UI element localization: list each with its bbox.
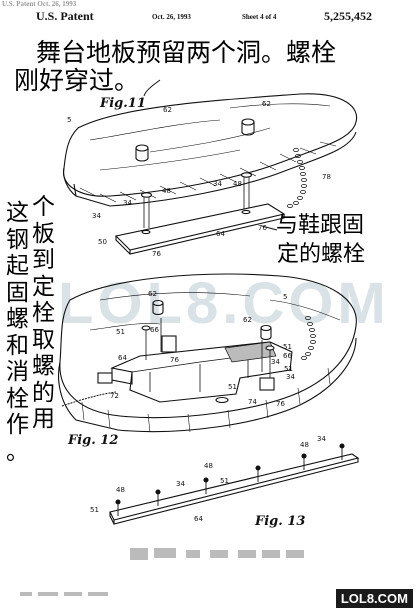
fig13-label: 48	[116, 486, 125, 494]
fig12-label: 66	[150, 326, 159, 334]
annotation-char: 作	[6, 412, 29, 438]
fig11-label: 50	[98, 238, 107, 246]
fig12-label: 51	[228, 383, 237, 391]
annotation-char: 的	[32, 379, 55, 406]
arrow-top	[143, 79, 161, 97]
fig11-label: 34	[92, 212, 101, 220]
fig11-bolts-plate	[114, 172, 286, 255]
site-logo: LOL8.COM	[335, 589, 413, 608]
fig12-label: 34	[271, 358, 280, 366]
faint-header-line: U.S. Patent Oct. 26, 1993	[2, 0, 77, 8]
fig13-label: 51	[220, 477, 229, 485]
patent-title: U.S. Patent	[36, 9, 94, 23]
fig12-frame	[97, 299, 293, 404]
fig11-label: 5	[67, 116, 72, 124]
fig13-label: 51	[90, 506, 99, 514]
fig12-label: 51	[116, 328, 125, 336]
fig12-caption: Fig. 12	[68, 433, 119, 448]
fig12-label: 62	[243, 316, 252, 324]
patent-number: 5,255,452	[324, 9, 372, 23]
annotation-left-col2: 个 板 到 定 栓 取 螺 的 用	[32, 194, 57, 433]
annotation-char: 这	[6, 200, 29, 226]
fig11-label: 48	[233, 180, 242, 188]
fig13-label: 48	[204, 462, 213, 470]
fig11-label: 76	[258, 224, 267, 232]
annotation-left-col1: 这 钢 起 固 螺 和 消 栓 作 。	[6, 200, 31, 465]
fig12-chain	[301, 315, 316, 360]
fig12-label: 51	[283, 343, 292, 351]
annotation-right-line2: 定的螺栓	[277, 242, 366, 267]
annotation-right-line1: 与鞋跟固	[276, 213, 365, 238]
annotation-char: 。	[6, 438, 29, 465]
annotation-char: 螺	[6, 306, 29, 332]
annotation-char: 个	[32, 194, 55, 220]
annotation-char: 钢	[6, 226, 29, 253]
fig12-label: 51	[284, 365, 293, 373]
fig13-caption: Fig. 13	[255, 514, 306, 529]
fig12-label: 5	[283, 293, 288, 301]
fig11-floor-slab	[62, 93, 358, 207]
fig11-label: 34	[123, 199, 132, 207]
fig13-label: 34	[317, 435, 326, 443]
fig12-floor	[58, 273, 357, 433]
annotation-char: 用	[32, 406, 55, 432]
fig12-label: 76	[276, 400, 285, 408]
fig13-label: 34	[176, 480, 185, 488]
annotation-char: 起	[6, 253, 29, 279]
fig11-label: 76	[152, 250, 161, 258]
fig11-label: 62	[163, 106, 172, 114]
fig11-label: 34	[213, 180, 222, 188]
patent-date: Oct. 26, 1993	[152, 13, 191, 21]
fig13-bar	[109, 443, 360, 525]
sheet-number: Sheet 4 of 4	[242, 13, 277, 21]
annotation-char: 和	[6, 332, 29, 359]
fig13-label: 48	[300, 441, 309, 449]
annotation-char: 板	[32, 220, 55, 247]
fig11-label: 64	[216, 230, 225, 238]
annotation-char: 到	[32, 247, 55, 273]
fig13-label: 64	[194, 515, 203, 523]
fig12-label: 62	[148, 290, 157, 298]
annotation-top-line2: 刚好穿过。	[14, 66, 140, 95]
fig11-label: 48	[162, 187, 171, 195]
annotation-char: 栓	[6, 385, 29, 412]
watermark: LOL8.COM	[58, 271, 390, 336]
fig11-pegs	[135, 118, 255, 162]
fig12-label: 64	[118, 354, 127, 362]
arrow-right	[261, 225, 278, 231]
annotation-top-line1: 舞台地板预留两个洞。螺栓	[36, 38, 337, 67]
fig12-label: 34	[286, 373, 295, 381]
fig12-label: 74	[248, 398, 257, 406]
fig12-label: 66	[283, 352, 292, 360]
annotation-char: 栓	[32, 300, 55, 326]
fig11-label: 78	[322, 173, 331, 181]
fig12-label: 72	[110, 392, 119, 400]
fig11-chain	[287, 147, 307, 208]
fig11-label: 62	[262, 100, 271, 108]
annotation-char: 定	[32, 273, 55, 300]
fig11-caption: Fig.11	[100, 96, 146, 111]
annotation-char: 取	[32, 326, 55, 353]
arrow-left	[61, 391, 117, 407]
annotation-char: 固	[6, 279, 29, 306]
fig12-label: 76	[170, 356, 179, 364]
annotation-char: 消	[6, 359, 29, 385]
annotation-char: 螺	[32, 353, 55, 379]
